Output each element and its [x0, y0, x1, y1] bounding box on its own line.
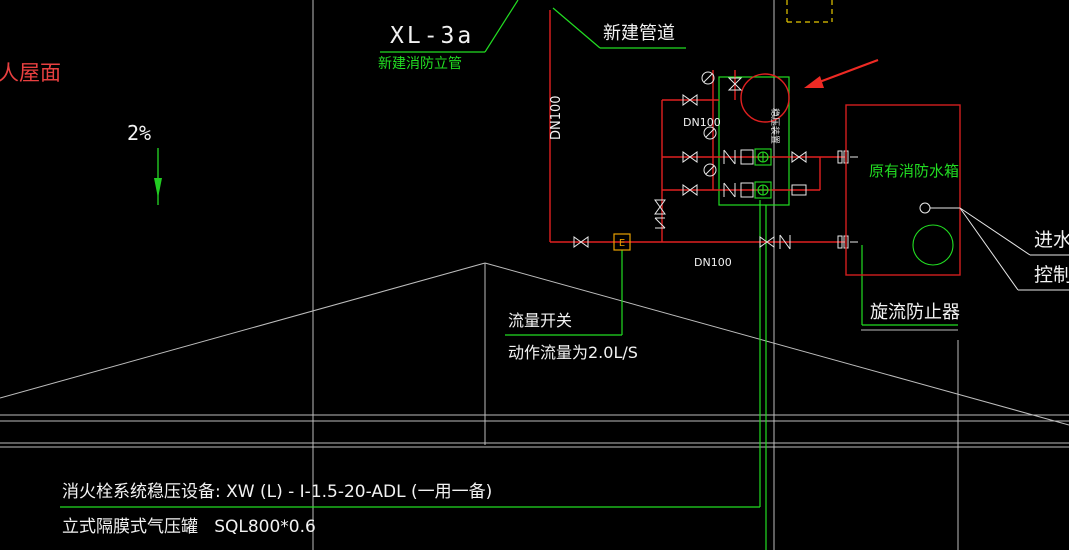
dn-bottom-label: DN100: [694, 256, 732, 269]
riser-desc-label: 新建消防立管: [378, 56, 462, 72]
flow-setting-label: 动作流量为2.0L/S: [508, 343, 638, 362]
tank-spec-label: 立式隔膜式气压罐 SQL800*0.6: [62, 517, 316, 537]
flow-switch-tag: E: [619, 238, 625, 249]
gate-valves[interactable]: [573, 77, 807, 248]
new-pipe-label: 新建管道: [603, 23, 675, 44]
slope-arrow-icon: [154, 148, 162, 205]
roof-label: 人屋面: [0, 61, 61, 85]
stabilizer-pumps[interactable]: [754, 148, 772, 199]
slope-label: 2%: [127, 121, 151, 145]
inlet-label-1: 进水: [1034, 229, 1069, 251]
annotation-arrow: [804, 58, 879, 88]
water-tank-label: 原有消防水箱: [869, 162, 959, 180]
riser-code-label: XL-3a: [390, 23, 474, 49]
pump-motors: [740, 149, 754, 198]
fire-water-tank[interactable]: [845, 104, 961, 276]
dn-inner-label: DN100: [683, 116, 721, 129]
inlet-leaders: [959, 207, 1069, 291]
flow-switch-label: 流量开关: [508, 311, 572, 330]
leader-lines: [60, 0, 958, 550]
flow-switch[interactable]: [613, 233, 631, 251]
tank-inlet-float: [919, 202, 931, 214]
vortex-preventer-label: 旋流防止器: [870, 302, 960, 323]
tank-outlet-circle: [912, 224, 954, 266]
dn-vertical-label: DN100: [549, 95, 564, 140]
pressure-gauges: [701, 71, 717, 177]
inlet-label-2: 控制: [1034, 264, 1069, 286]
check-valves: [654, 149, 791, 250]
pressure-unit-label: 稳压装置: [769, 108, 781, 144]
equipment-label: 消火栓系统稳压设备: XW (L) - I-1.5-20-ADL (一用一备): [62, 482, 492, 502]
dashed-block: [786, 0, 833, 23]
pressure-tank[interactable]: [740, 73, 790, 123]
tank-flanges: [837, 150, 858, 249]
